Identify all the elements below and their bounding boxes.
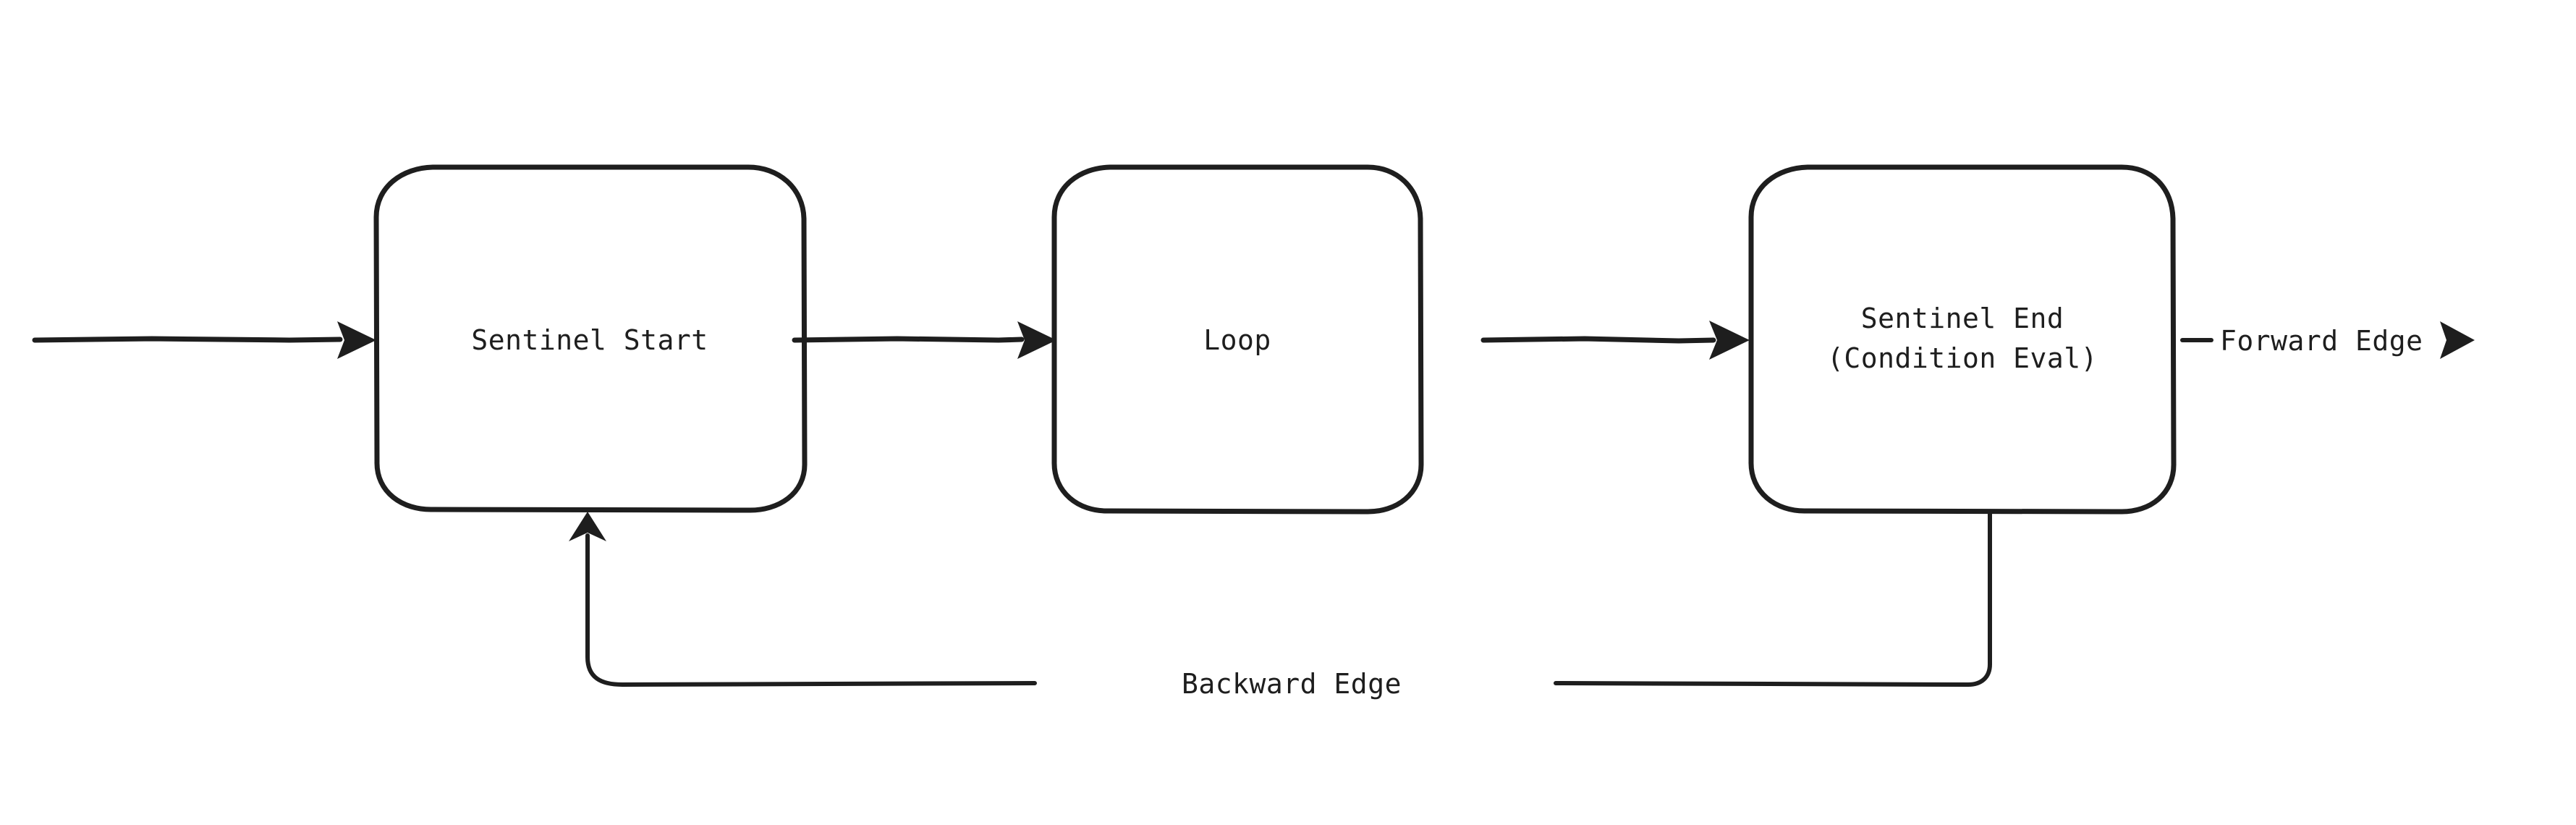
edge-backward[interactable]: Backward Edge [569, 512, 1992, 700]
node-loop[interactable]: Loop [1051, 164, 1424, 515]
edge-loop-to-end-line [1480, 336, 1716, 344]
node-loop-shape [1051, 164, 1424, 515]
edge-entry [32, 321, 376, 359]
edge-forward-arrowhead [2440, 321, 2475, 359]
edge-entry-arrowhead [337, 321, 376, 359]
node-sentinel-start[interactable]: Sentinel Start [373, 164, 808, 513]
edge-loop-to-end [1480, 321, 1750, 360]
node-sentinel-end-shape [1748, 164, 2177, 515]
edge-forward-label: Forward Edge [2220, 325, 2423, 357]
edge-backward-arrowhead [569, 512, 606, 541]
node-loop-label: Loop [1203, 324, 1271, 356]
node-sentinel-start-shape [373, 164, 808, 513]
edge-backward-right-segment [1554, 512, 1992, 687]
edge-backward-label: Backward Edge [1182, 668, 1402, 700]
edge-start-to-loop-line [792, 336, 1025, 343]
edge-loop-to-end-arrowhead [1709, 321, 1750, 360]
edge-entry-line [32, 336, 343, 343]
node-sentinel-end-label-line1: Sentinel End [1861, 302, 2064, 334]
node-sentinel-end-label-line2: (Condition Eval) [1827, 342, 2098, 374]
edge-backward-left-segment [585, 533, 1037, 687]
node-sentinel-start-label: Sentinel Start [471, 324, 708, 356]
node-sentinel-end[interactable]: Sentinel End (Condition Eval) [1748, 164, 2177, 515]
edge-start-to-loop [792, 321, 1056, 359]
edge-start-to-loop-arrowhead [1017, 321, 1056, 359]
edge-forward[interactable]: Forward Edge [2180, 321, 2475, 359]
